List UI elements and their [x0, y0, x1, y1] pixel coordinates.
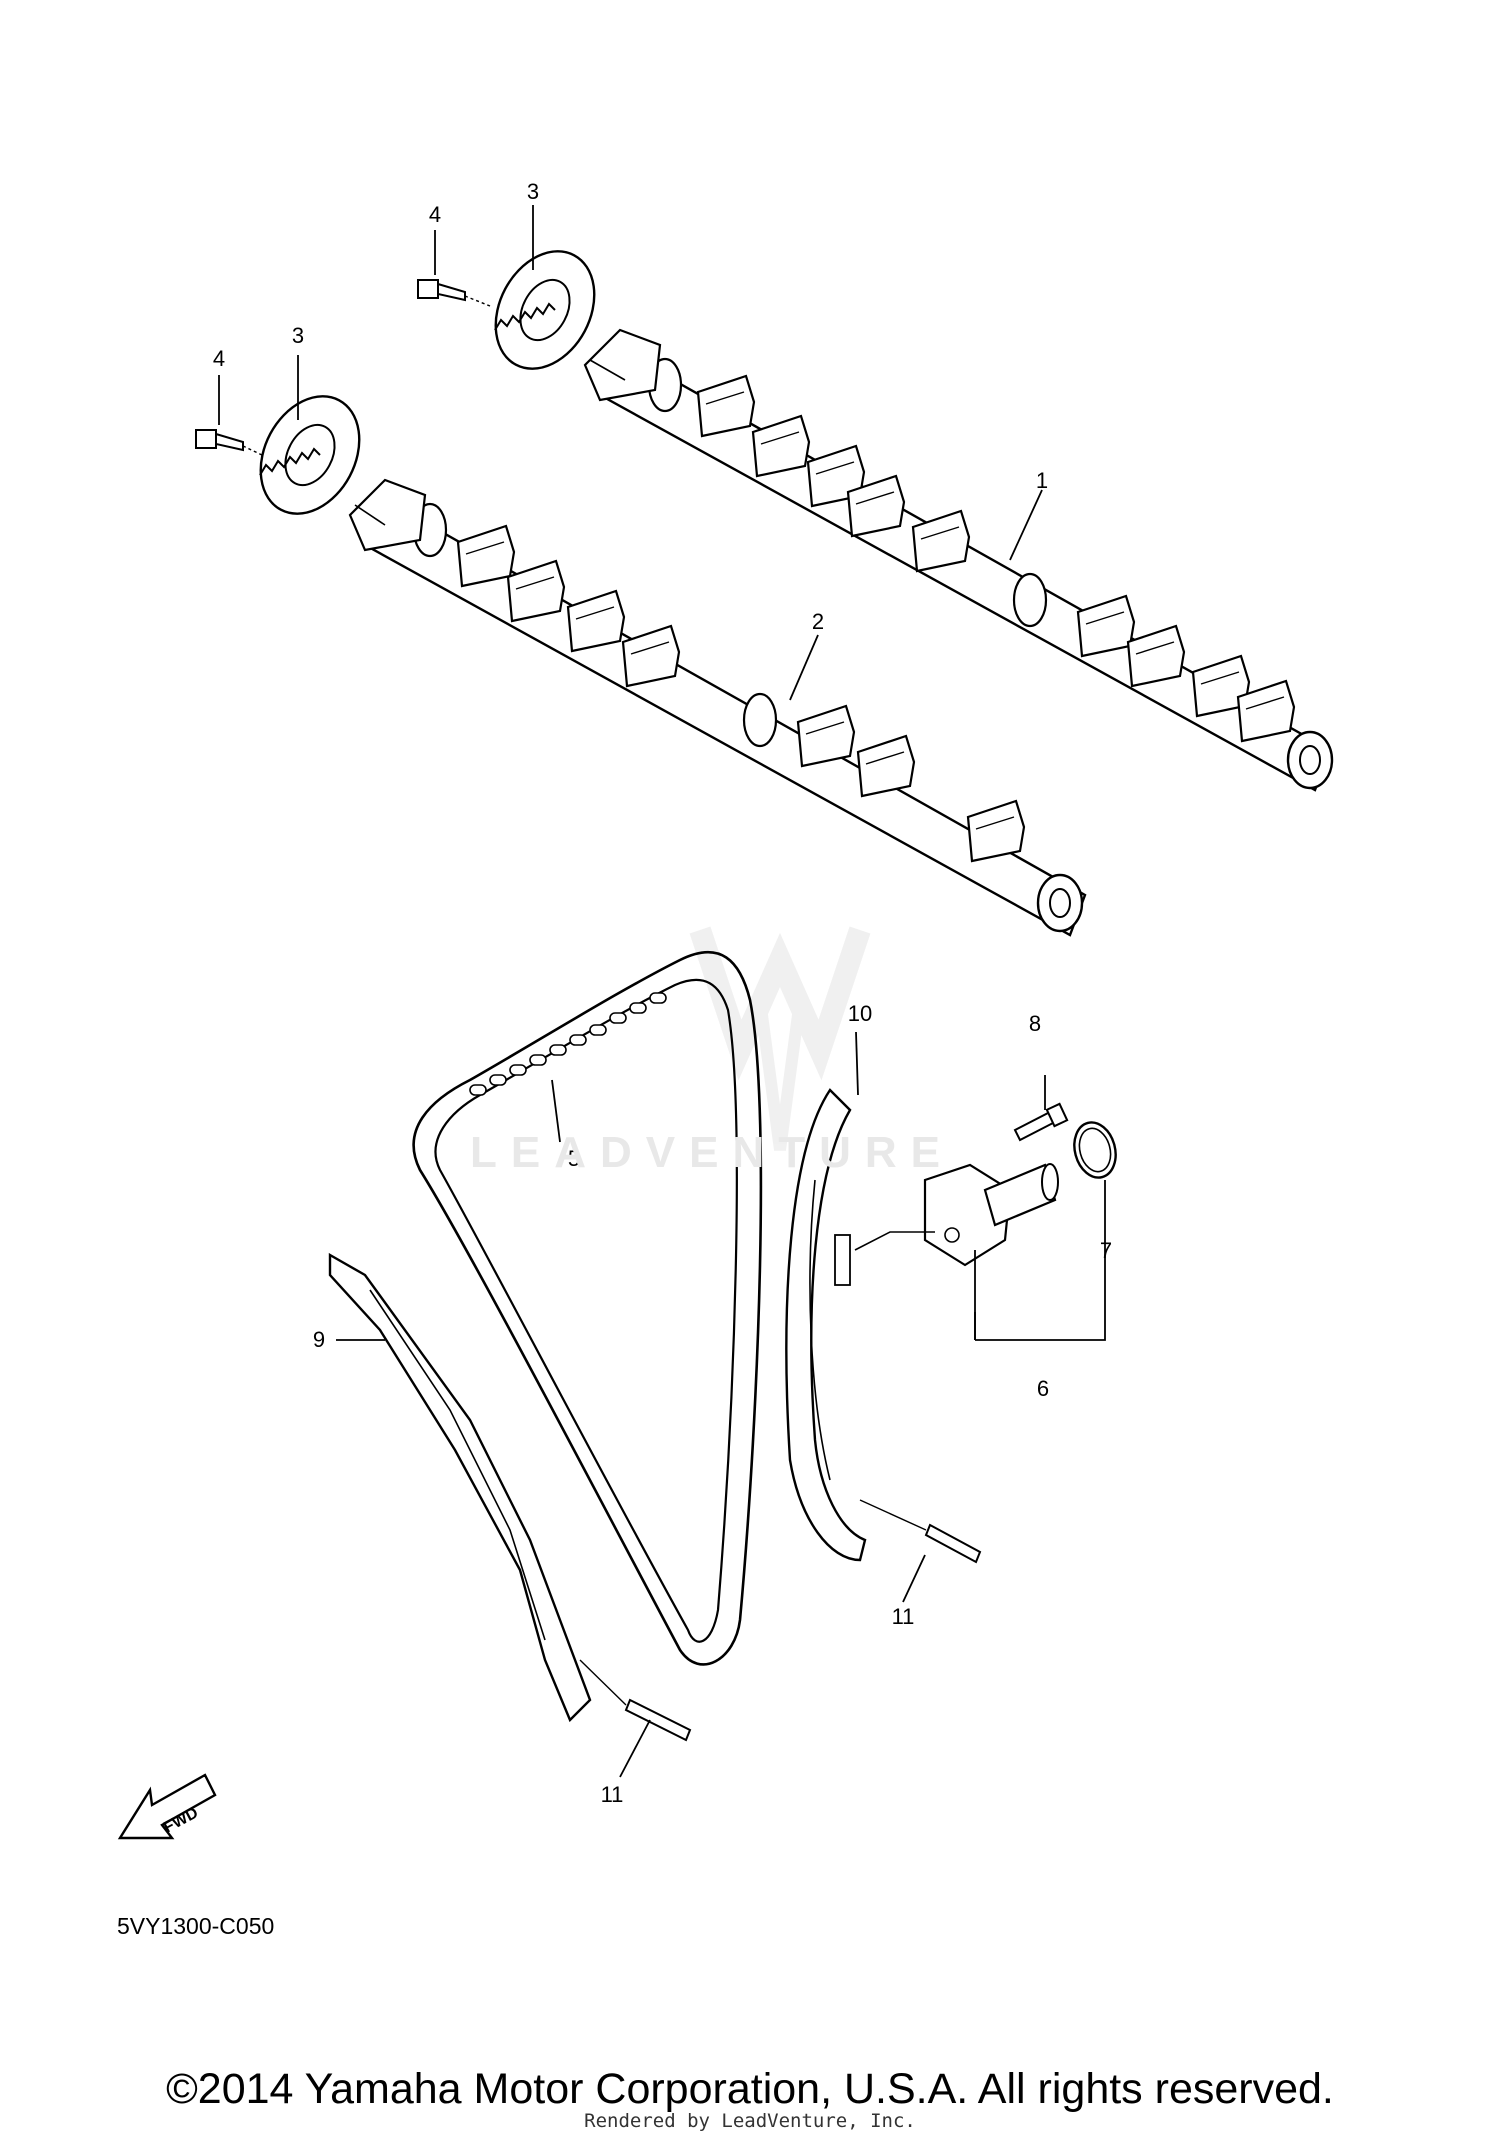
callout-5: 5	[567, 1146, 581, 1171]
callout-6: 6	[1036, 1376, 1050, 1401]
callout-4-upper: 4	[428, 202, 442, 227]
cam-sprocket-lower[interactable]	[241, 379, 386, 531]
callout-3-upper: 3	[526, 179, 540, 204]
camshaft-2[interactable]	[348, 478, 1087, 937]
callout-10: 10	[847, 1001, 873, 1026]
callout-11-right: 11	[891, 1604, 915, 1629]
cam-sprocket-upper[interactable]	[476, 234, 626, 386]
tensioner-bolt[interactable]	[1013, 1102, 1069, 1142]
guide-pin-upper[interactable]	[924, 1523, 982, 1564]
o-ring[interactable]	[1068, 1118, 1121, 1182]
cam-chain[interactable]	[412, 950, 763, 1666]
callout-4-lower: 4	[212, 346, 226, 371]
diagram-code: 5VY1300-C050	[117, 1913, 275, 1939]
camshaft-1[interactable]	[583, 328, 1334, 792]
callout-11-left: 11	[600, 1782, 624, 1807]
leader-lines	[218, 205, 1106, 1778]
chain-guide-9[interactable]	[328, 1252, 592, 1723]
guide-pin-lower[interactable]	[624, 1698, 692, 1742]
callout-3-lower: 3	[291, 323, 305, 348]
watermark-text: LEADVENTURE	[470, 1128, 955, 1177]
callout-8: 8	[1028, 1011, 1042, 1036]
callout-9: 9	[312, 1327, 326, 1352]
callout-1: 1	[1035, 468, 1049, 493]
sprocket-bolt-upper[interactable]	[417, 279, 491, 307]
rendered-by-credit: Rendered by LeadVenture, Inc.	[584, 2110, 916, 2132]
chain-tensioner-guide[interactable]	[785, 1088, 867, 1562]
watermark-logo	[689, 926, 871, 1151]
callout-2: 2	[811, 609, 825, 634]
chain-tensioner-assembly[interactable]	[854, 1163, 1059, 1267]
sprocket-bolt-lower[interactable]	[195, 429, 263, 456]
callout-7: 7	[1099, 1238, 1113, 1263]
copyright-notice: ©2014 Yamaha Motor Corporation, U.S.A. A…	[166, 2065, 1334, 2113]
fwd-arrow-icon	[117, 1773, 217, 1840]
